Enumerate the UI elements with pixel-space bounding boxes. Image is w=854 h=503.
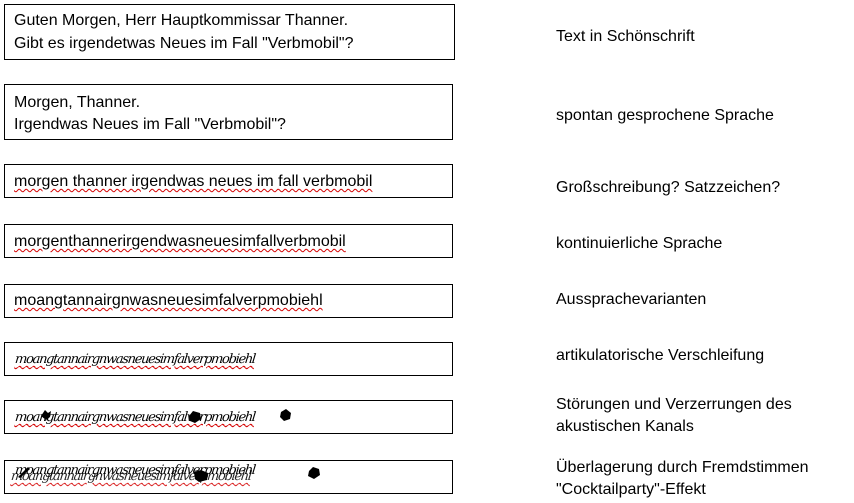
box-text-line-2: Irgendwas Neues im Fall "Verbmobil"? [14, 116, 286, 133]
text-box-pronunciation: moangtannairgnwasneuesimfalverpmobiehl [4, 284, 453, 318]
text-box-slurred: moangtannairgnwasneuesimfalverpmobiehl [4, 342, 453, 376]
noise-blot-icon [189, 411, 201, 423]
label-kontinuierlich: kontinuierliche Sprache [556, 235, 723, 252]
box-text-line-1: morgen thanner irgendwas neues im fall v… [14, 173, 373, 190]
noise-blot-icon [280, 409, 291, 421]
label-stoerungen-line-1: Störungen und Verzerrungen des [556, 396, 792, 413]
text-box-continuous: morgenthannerirgendwasneuesimfallverbmob… [4, 224, 453, 258]
overlap-voice-secondary: moangtannairgnwasneuesimfalverpmobiehl [10, 469, 252, 484]
slurred-text: moangtannairgnwasneuesimfalverpmobiehl [14, 352, 256, 367]
label-ueberlagerung-line-2: "Cocktailparty"-Effekt [556, 481, 706, 498]
label-spontan: spontan gesprochene Sprache [556, 107, 774, 124]
box-text-line-1: moangtannairgnwasneuesimfalverpmobiehl [14, 348, 256, 371]
noise-blot-icon [308, 467, 320, 479]
text-box-lowercase: morgen thanner irgendwas neues im fall v… [4, 164, 453, 198]
noise-blot-icon [41, 410, 51, 420]
label-stoerungen-line-2: akustischen Kanals [556, 418, 694, 435]
label-grossschreibung: Großschreibung? Satzzeichen? [556, 179, 781, 196]
text-box-schoenschrift: Guten Morgen, Herr Hauptkommissar Thanne… [4, 4, 455, 60]
text-box-cocktailparty: moangtannairgnwasneuesimfalverpmobiehl m… [4, 460, 453, 494]
box-text-line-1: Morgen, Thanner. [14, 94, 141, 111]
box-text-line-1: moangtannairgnwasneuesimfalverpmobiehl [14, 292, 323, 309]
box-text-line-1: morgenthannerirgendwasneuesimfallverbmob… [14, 233, 346, 250]
label-aussprachevarianten: Aussprachevarianten [556, 291, 707, 308]
text-box-spontan: Morgen, Thanner. Irgendwas Neues im Fall… [4, 84, 453, 140]
box-text-line-1: Guten Morgen, Herr Hauptkommissar Thanne… [14, 12, 349, 29]
noise-blot-icon [18, 467, 30, 478]
noise-blot-icon [194, 470, 208, 482]
label-schoenschrift: Text in Schönschrift [556, 28, 695, 45]
label-verschleifung: artikulatorische Verschleifung [556, 347, 765, 364]
label-ueberlagerung-line-1: Überlagerung durch Fremdstimmen [556, 459, 809, 476]
text-box-distorted: moangtannairgnwasneuesimfalverpmobiehl [4, 400, 453, 434]
box-text-line-2: Gibt es irgendetwas Neues im Fall "Verbm… [14, 35, 354, 52]
